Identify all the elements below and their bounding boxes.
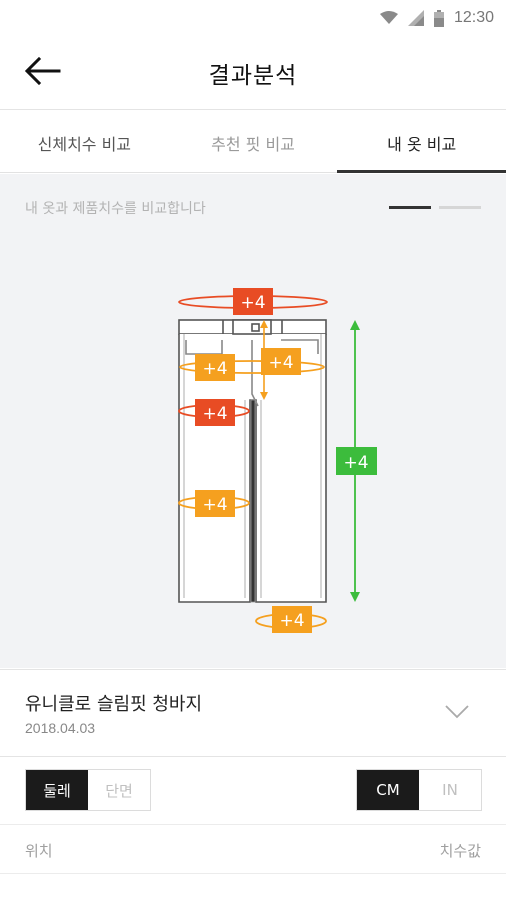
- comparison-panel: 내 옷과 제품치수를 비교합니다: [0, 174, 506, 668]
- thigh-badge-label: +4: [202, 404, 227, 424]
- hip-badge-label: +4: [202, 359, 227, 379]
- app-bar: 결과분석: [0, 36, 506, 110]
- rise-badge-label: +4: [268, 353, 293, 373]
- product-selector[interactable]: 유니클로 슬림핏 청바지 2018.04.03: [0, 669, 506, 757]
- arrow-left-icon: [24, 56, 61, 89]
- knee-badge: +4: [195, 490, 235, 517]
- table-body: [0, 874, 506, 900]
- hem-badge-label: +4: [279, 611, 304, 631]
- page-title: 결과분석: [208, 63, 298, 89]
- unit-cm[interactable]: CM: [357, 770, 419, 810]
- unit-toggle: CM IN: [356, 769, 482, 811]
- tab-bar: 신체치수 비교 추천 핏 비교 내 옷 비교: [0, 111, 506, 173]
- measure-type-circumference[interactable]: 둘레: [26, 770, 88, 810]
- signal-icon: [407, 10, 424, 26]
- measure-type-cross-section[interactable]: 단면: [105, 781, 133, 800]
- hip-badge: +4: [195, 354, 235, 381]
- hem-badge: +4: [272, 606, 312, 633]
- tab-body-size[interactable]: 신체치수 비교: [37, 135, 132, 154]
- status-time: 12:30: [453, 9, 494, 26]
- measure-type-toggle: 둘레 단면: [25, 769, 151, 811]
- tab-recommended-fit[interactable]: 추천 핏 비교: [211, 135, 295, 154]
- waist-badge-label: +4: [240, 293, 265, 313]
- length-badge: +4: [336, 447, 377, 475]
- back-button[interactable]: [18, 52, 68, 94]
- table-header: 위치 치수값: [0, 824, 506, 874]
- page-indicator-dot: [439, 206, 481, 209]
- column-position: 위치: [25, 842, 53, 860]
- column-size-value: 치수값: [439, 842, 481, 860]
- product-date: 2018.04.03: [25, 720, 96, 736]
- battery-icon: [433, 9, 444, 27]
- length-badge-label: +4: [343, 453, 368, 473]
- pants-diagram: +4 +4 +4 +4 +4 +4 +4: [178, 288, 377, 633]
- tab-my-clothes[interactable]: 내 옷 비교: [337, 111, 506, 173]
- comparison-hint: 내 옷과 제품치수를 비교합니다: [25, 201, 206, 217]
- knee-badge-label: +4: [202, 495, 227, 515]
- product-name: 유니클로 슬림핏 청바지: [25, 694, 203, 715]
- waist-badge: +4: [233, 288, 273, 315]
- status-bar: 12:30: [0, 0, 506, 36]
- page-indicator: [389, 206, 481, 209]
- unit-in[interactable]: IN: [442, 781, 458, 799]
- chevron-down-icon[interactable]: [444, 704, 470, 724]
- page-indicator-dot-active: [389, 206, 431, 209]
- thigh-badge: +4: [195, 399, 235, 426]
- hip-ring: [179, 360, 325, 374]
- wifi-icon: [379, 11, 398, 25]
- measure-controls: 둘레 단면 CM IN: [0, 758, 506, 824]
- rise-badge: +4: [261, 348, 301, 375]
